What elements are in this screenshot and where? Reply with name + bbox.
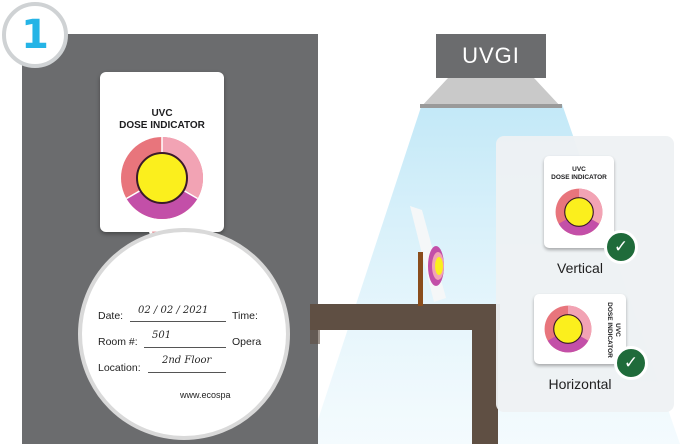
- vertical-card-title: UVC DOSE INDICATOR: [544, 166, 614, 181]
- uv-lamp-label: UVGI: [462, 43, 520, 68]
- horizontal-card-title: UVC DOSE INDICATOR: [606, 302, 621, 358]
- dose-indicator-title: UVC DOSE INDICATOR: [100, 108, 224, 132]
- vertical-card-title-line1: UVC: [572, 166, 586, 173]
- horizontal-card-title-line1: UVC: [614, 323, 621, 337]
- date-value: 02 / 02 / 2021: [138, 305, 209, 316]
- date-underline: [130, 321, 226, 322]
- step-badge: 1: [2, 2, 68, 68]
- operator-label: Opera: [232, 336, 262, 348]
- uv-lamp-icon: [420, 78, 562, 108]
- horizontal-indicator-card: UVC DOSE INDICATOR: [534, 294, 626, 364]
- label-magnifier: Date: 02 / 02 / 2021 Time: Room #: 501 O…: [78, 228, 290, 440]
- vertical-indicator-card: UVC DOSE INDICATOR: [544, 156, 614, 248]
- vertical-card-title-line2: DOSE INDICATOR: [551, 173, 607, 181]
- horizontal-label: Horizontal: [548, 376, 612, 392]
- table: [310, 304, 500, 444]
- step-number: 1: [21, 12, 49, 58]
- dose-indicator-title-line1: UVC: [151, 108, 173, 119]
- vertical-label: Vertical: [557, 260, 603, 276]
- horizontal-card-dial: [544, 305, 592, 353]
- dose-indicator-card: UVC DOSE INDICATOR: [100, 72, 224, 232]
- room-label: Room #:: [98, 336, 138, 348]
- room-underline: [144, 347, 226, 348]
- time-label: Time:: [232, 310, 258, 322]
- location-value: 2nd Floor: [162, 355, 212, 366]
- vertical-card-dial: [555, 188, 603, 236]
- dose-indicator-dial: [121, 137, 203, 219]
- table-indicator: [410, 206, 446, 306]
- uv-lamp-housing: UVGI: [436, 34, 546, 78]
- dose-indicator-title-line2: DOSE INDICATOR: [119, 120, 205, 131]
- date-label: Date:: [98, 310, 124, 322]
- room-value: 501: [152, 330, 172, 341]
- vertical-checkmark-icon: ✓: [604, 230, 638, 264]
- location-underline: [148, 372, 226, 373]
- horizontal-checkmark-icon: ✓: [614, 346, 648, 380]
- website-text: www.ecospa: [180, 390, 231, 400]
- horizontal-card-title-line2: DOSE INDICATOR: [606, 302, 613, 358]
- location-label: Location:: [98, 362, 141, 374]
